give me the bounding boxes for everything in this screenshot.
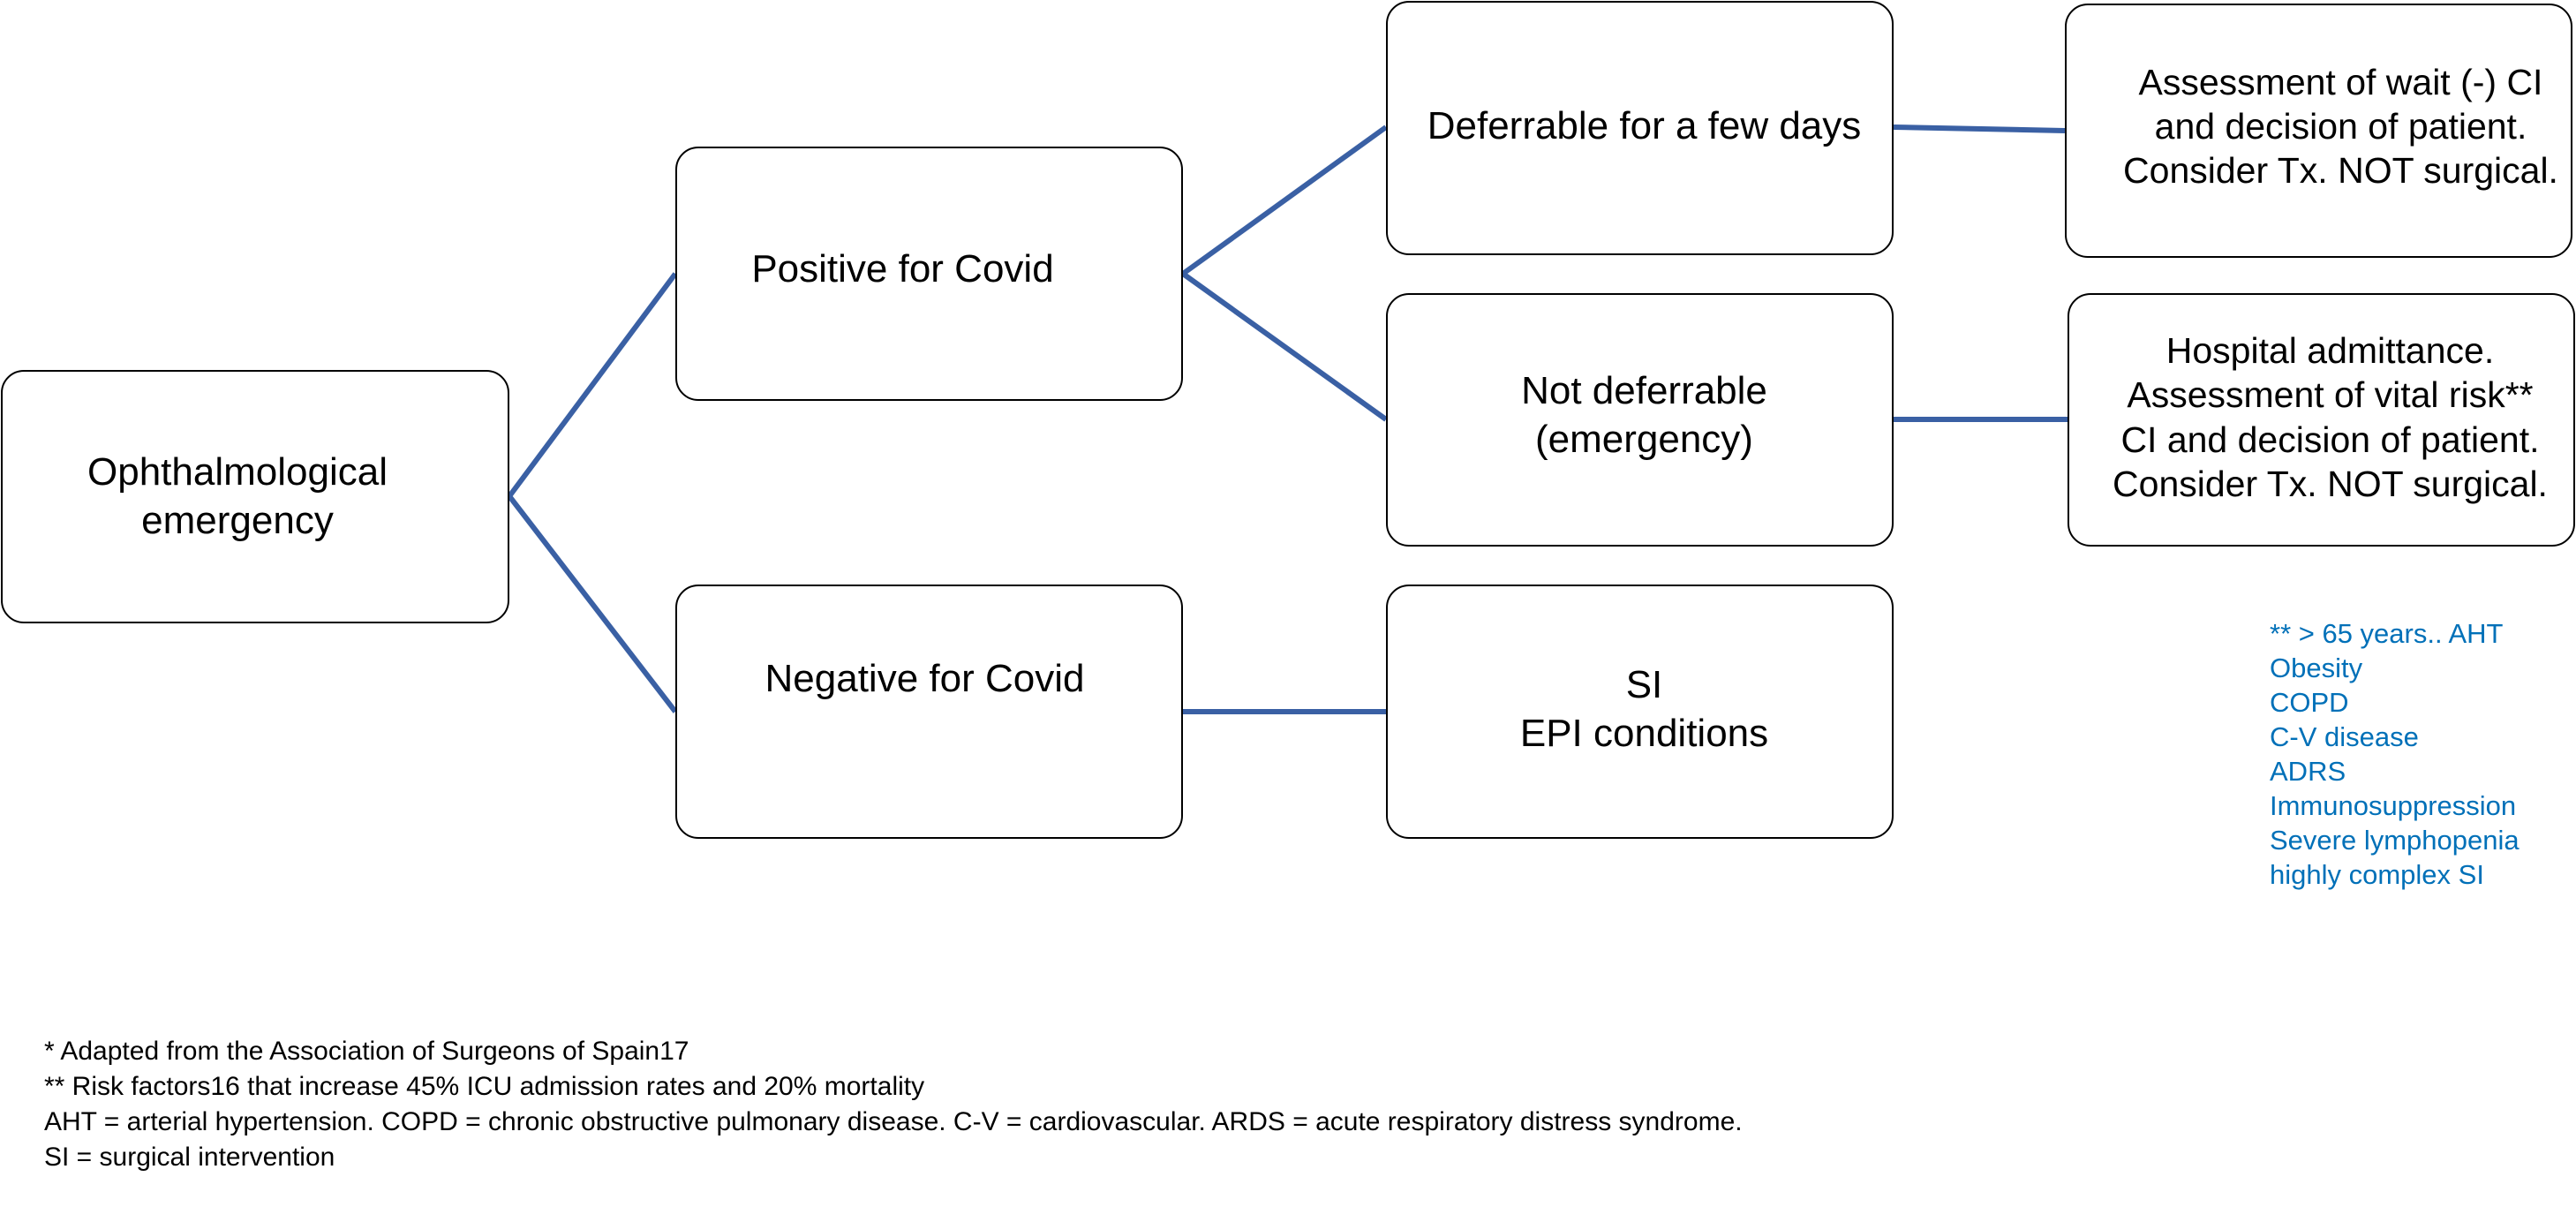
connector-positive-not-deferrable	[1181, 271, 1388, 422]
risk-factor-item: ADRS	[2270, 756, 2346, 787]
node-outcome-deferrable: Assessment of wait (-) CI and decision o…	[2065, 4, 2572, 258]
risk-factor-item: C-V disease	[2270, 721, 2419, 752]
node-negative-for-covid: Negative for Covid	[675, 585, 1183, 839]
node-not-deferrable-emergency: Not deferrable (emergency)	[1386, 293, 1894, 547]
risk-factor-item: Obesity	[2270, 653, 2363, 683]
connector-positive-deferrable	[1181, 124, 1388, 276]
risk-factor-item: COPD	[2270, 687, 2349, 718]
node-ophthalmological-emergency: Ophthalmological emergency	[1, 370, 509, 623]
footnote-risk-factors: ** Risk factors16 that increase 45% ICU …	[44, 1072, 925, 1101]
risk-factors-list: ** > 65 years.. AHT Obesity COPD C-V dis…	[2270, 616, 2520, 892]
risk-factor-item: Immunosuppression	[2270, 790, 2517, 821]
node-outcome-not-deferrable: Hospital admittance. Assessment of vital…	[2068, 293, 2575, 547]
node-si-epi-conditions: SI EPI conditions	[1386, 585, 1894, 839]
connector-deferrable-outcome	[1893, 124, 2066, 133]
risk-factor-item: ** > 65 years.. AHT	[2270, 618, 2504, 649]
risk-factor-item: Severe lymphopenia	[2270, 825, 2520, 856]
node-deferrable-for-a-few-days: Deferrable for a few days	[1386, 1, 1894, 255]
footnote-si-definition: SI = surgical intervention	[44, 1143, 335, 1172]
footnote-abbreviations: AHT = arterial hypertension. COPD = chro…	[44, 1107, 1743, 1136]
connector-root-negative	[507, 494, 678, 713]
footnote-adapted-from: * Adapted from the Association of Surgeo…	[44, 1037, 689, 1066]
footnotes: * Adapted from the Association of Surgeo…	[44, 1034, 1743, 1175]
node-positive-for-covid: Positive for Covid	[675, 147, 1183, 401]
connector-root-positive	[507, 272, 678, 498]
risk-factor-item: highly complex SI	[2270, 859, 2484, 890]
